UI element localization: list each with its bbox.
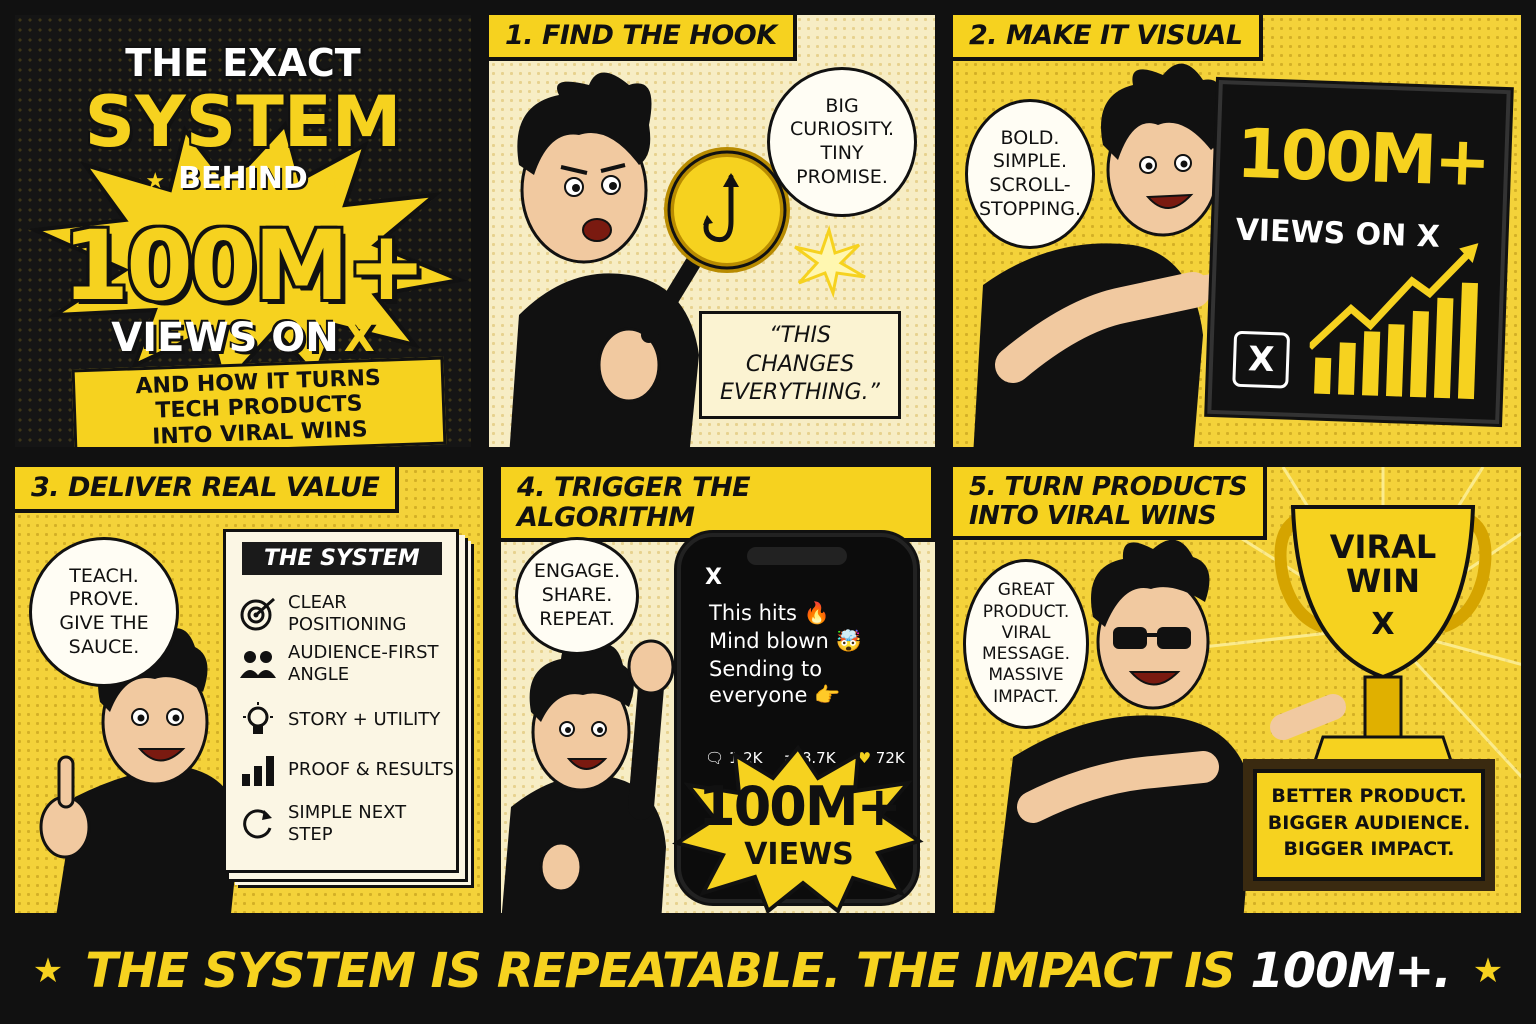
phone-mockup: X This hits 🔥 Mind blown 🤯 Sending to ev… bbox=[677, 533, 917, 903]
panel-deliver-real-value: 3. DELIVER REAL VALUE TEACH. PROVE. GIVE… bbox=[10, 462, 488, 918]
list-item-label: CLEAR POSITIONING bbox=[288, 592, 407, 635]
panel-find-the-hook: 1. FIND THE HOOK BIG CURIOSITY. TINY PRO… bbox=[484, 10, 940, 452]
footer-text: THE SYSTEM IS REPEATABLE. THE IMPACT IS … bbox=[85, 943, 1452, 999]
star-icon: ★ bbox=[320, 169, 341, 194]
x-logo-icon: X bbox=[705, 565, 722, 590]
growth-chart-icon bbox=[1307, 243, 1479, 400]
target-icon bbox=[240, 597, 275, 631]
trophy-text: VIRAL WIN bbox=[1329, 528, 1437, 600]
audience-icon bbox=[240, 650, 276, 678]
refresh-icon bbox=[243, 808, 272, 838]
comment-icon: 🗨 bbox=[705, 749, 729, 767]
bar-chart-icon bbox=[242, 756, 274, 786]
checklist-title: THE SYSTEM bbox=[242, 542, 442, 575]
star-icon: ★ bbox=[32, 951, 64, 991]
character-sunglasses bbox=[994, 539, 1346, 913]
title-line-5-wrap: VIEWS ON X bbox=[15, 315, 471, 361]
board-big-number: 100M+ bbox=[1235, 114, 1490, 203]
speech-bubble: BIG CURIOSITY. TINY PROMISE. bbox=[767, 67, 917, 217]
spark-burst-icon bbox=[794, 224, 866, 299]
burst-background bbox=[27, 120, 468, 390]
x-logo-icon: X bbox=[1371, 607, 1395, 642]
star-icon: ★ bbox=[1472, 951, 1504, 991]
trophy-icon bbox=[1274, 505, 1492, 769]
character-with-magnifier bbox=[509, 72, 790, 447]
footer-banner: ★ THE SYSTEM IS REPEATABLE. THE IMPACT I… bbox=[10, 928, 1526, 1014]
character-fist-raised bbox=[501, 639, 675, 913]
list-item-label: SIMPLE NEXT STEP bbox=[288, 802, 407, 845]
panel-viral-wins: VIRAL WIN X BETTER PRODUCT. BIGGER AUDIE… bbox=[948, 462, 1526, 918]
list-item: CLEAR POSITIONING bbox=[238, 592, 456, 635]
stats-board: 100M+ VIEWS ON X X bbox=[1207, 80, 1511, 424]
panel-trigger-the-algorithm: 4. TRIGGER THE ALGORITHM ENGAGE. SHARE. … bbox=[496, 462, 940, 918]
title-line-3: BEHIND bbox=[178, 161, 308, 196]
like-stat[interactable]: ♥ 72K bbox=[857, 749, 905, 767]
list-item: AUDIENCE-FIRST ANGLE bbox=[238, 642, 439, 685]
heart-icon: ♥ bbox=[857, 749, 876, 767]
footer-highlight: 100M+. bbox=[1250, 943, 1451, 999]
title-line-5: VIEWS ON bbox=[111, 315, 339, 361]
hook-icon bbox=[703, 173, 739, 243]
burst-big-number: 100M+ bbox=[698, 775, 902, 838]
title-big-number: 100M+ bbox=[62, 210, 426, 322]
list-item-label: AUDIENCE-FIRST ANGLE bbox=[288, 642, 439, 685]
list-item-label: STORY + UTILITY bbox=[288, 709, 441, 731]
system-checklist: THE SYSTEM CLEAR POSITIONING AUDIENCE-FI… bbox=[223, 529, 459, 873]
tweet-line: Sending to bbox=[709, 657, 823, 681]
title-panel: THE EXACT SYSTEM ★ BEHIND ★ 100M+ VIEWS … bbox=[10, 10, 476, 452]
caption-find-the-hook: 1. FIND THE HOOK bbox=[489, 15, 797, 61]
list-item: STORY + UTILITY bbox=[238, 702, 440, 738]
caption-trigger-the-algorithm: 4. TRIGGER THE ALGORITHM bbox=[501, 467, 935, 543]
panel-make-it-visual: 2. MAKE IT VISUAL BOLD. SIMPLE. SCROLL- … bbox=[948, 10, 1526, 452]
tweet-line: everyone 👉 bbox=[709, 683, 841, 707]
title-line-1: THE EXACT bbox=[125, 41, 361, 85]
list-item: SIMPLE NEXT STEP bbox=[238, 802, 456, 845]
star-icon: ★ bbox=[145, 169, 166, 194]
speech-bubble: TEACH. PROVE. GIVE THE SAUCE. bbox=[29, 537, 179, 687]
caption-deliver-real-value: 3. DELIVER REAL VALUE bbox=[15, 467, 400, 513]
title-line-3-wrap: ★ BEHIND ★ bbox=[15, 161, 471, 196]
lightbulb-icon bbox=[243, 702, 273, 734]
list-item: PROOF & RESULTS bbox=[238, 752, 454, 788]
tweet-line: This hits 🔥 bbox=[709, 601, 830, 625]
title-line-2: SYSTEM bbox=[84, 81, 402, 163]
x-logo-icon: X bbox=[343, 315, 375, 361]
speech-bubble: GREAT PRODUCT. VIRAL MESSAGE. MASSIVE IM… bbox=[963, 559, 1089, 729]
trophy-plaque: BETTER PRODUCT. BIGGER AUDIENCE. BIGGER … bbox=[1253, 769, 1485, 881]
x-logo-icon: X bbox=[1232, 330, 1291, 389]
plaque-text: BETTER PRODUCT. BIGGER AUDIENCE. BIGGER … bbox=[1267, 785, 1471, 861]
footer-main-text: THE SYSTEM IS REPEATABLE. THE IMPACT IS bbox=[85, 943, 1251, 999]
burst-views-label: VIEWS bbox=[744, 837, 854, 872]
quote-box: “THIS CHANGES EVERYTHING.” bbox=[699, 311, 901, 419]
caption-viral-wins: 5. TURN PRODUCTS INTO VIRAL WINS bbox=[953, 467, 1268, 541]
tweet-line: Mind blown 🤯 bbox=[709, 629, 862, 653]
title-tagline: AND HOW IT TURNS TECH PRODUCTS INTO VIRA… bbox=[71, 356, 447, 447]
caption-make-it-visual: 2. MAKE IT VISUAL bbox=[953, 15, 1263, 61]
burst-badge bbox=[672, 744, 924, 913]
speech-bubble: BOLD. SIMPLE. SCROLL- STOPPING. bbox=[965, 99, 1095, 249]
character-pointing bbox=[973, 63, 1230, 447]
list-item-label: PROOF & RESULTS bbox=[288, 759, 454, 781]
speech-bubble: ENGAGE. SHARE. REPEAT. bbox=[515, 537, 639, 655]
phone-notch bbox=[747, 547, 847, 565]
